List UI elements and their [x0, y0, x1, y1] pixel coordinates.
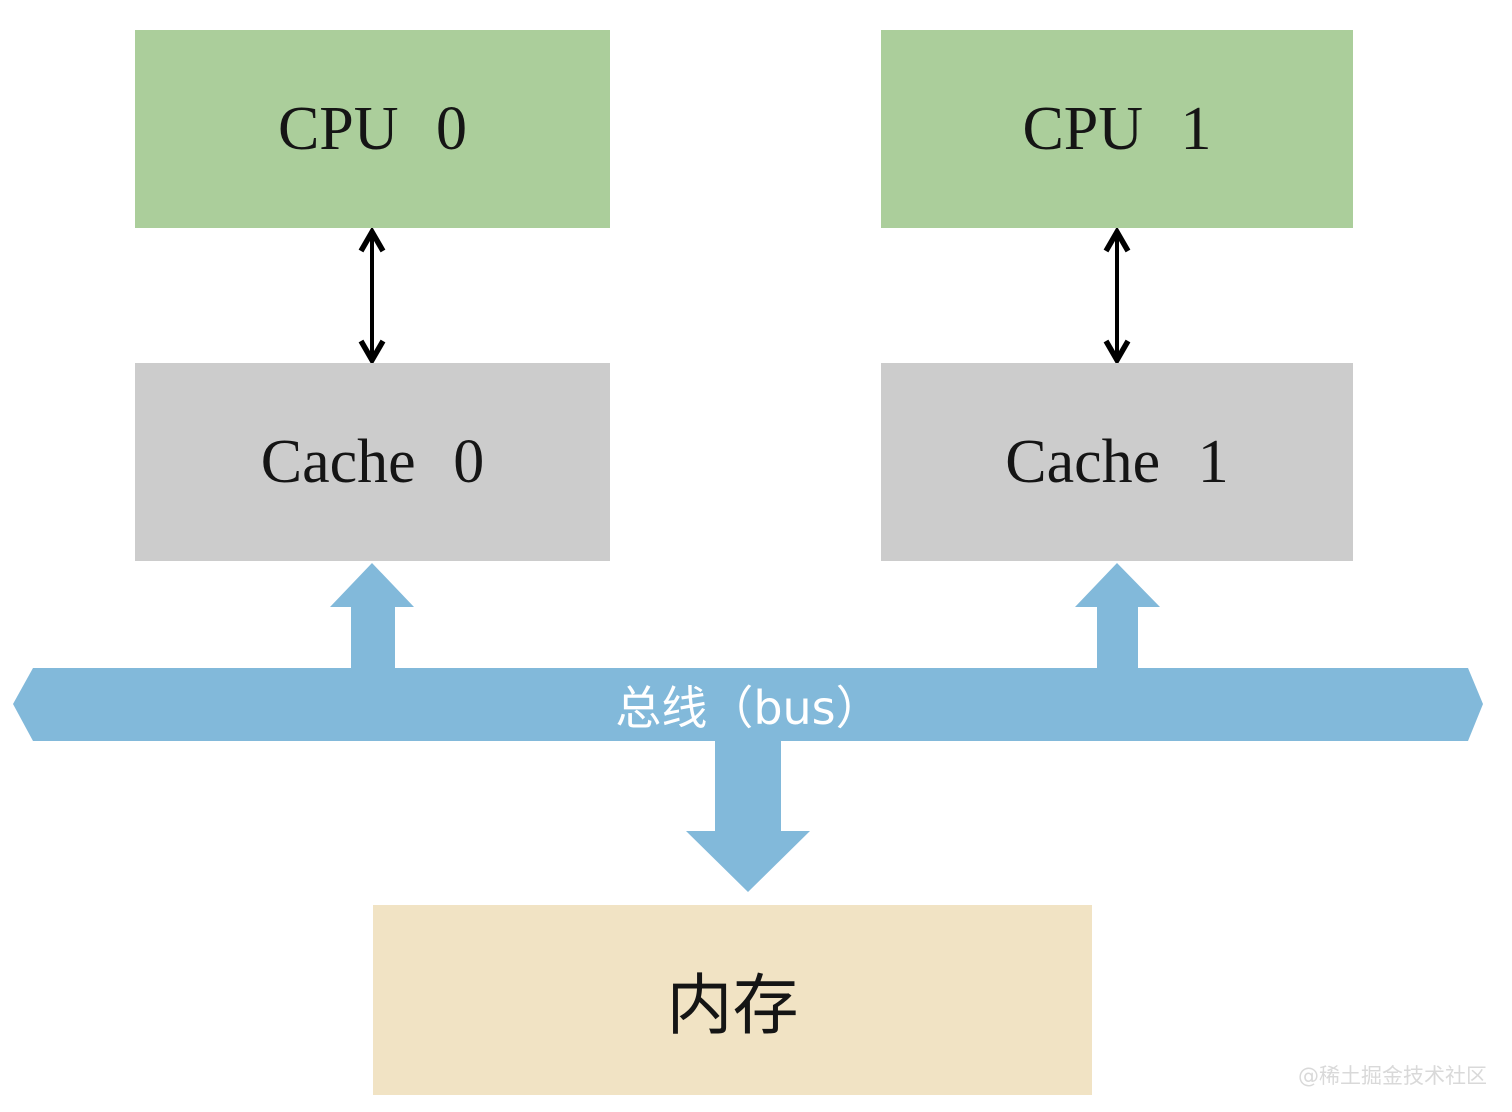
node-cpu0: CPU 0	[135, 30, 610, 228]
node-cpu1-label: CPU 1	[1022, 94, 1212, 163]
cpu0-cache0-arrow	[358, 226, 386, 366]
bus-to-memory-arrow	[686, 739, 810, 892]
node-cache0-label: Cache 0	[260, 427, 485, 496]
node-cpu0-label: CPU 0	[277, 94, 468, 163]
bus-bar	[13, 668, 1483, 741]
node-cache1: Cache 1	[881, 363, 1353, 561]
bus-to-cache1-arrow	[1075, 563, 1160, 670]
node-cpu1: CPU 1	[881, 30, 1353, 228]
node-cache1-label: Cache 1	[1005, 427, 1229, 496]
node-memory: 内存	[373, 905, 1092, 1095]
node-memory-label: 内存	[666, 970, 799, 1043]
bus-label: 总线（bus）	[615, 680, 882, 735]
cpu1-cache1-arrow	[1103, 226, 1131, 366]
bus-to-cache0-arrow	[330, 563, 414, 670]
node-cache0: Cache 0	[135, 363, 610, 561]
watermark: @稀土掘金技术社区	[1298, 1064, 1487, 1088]
